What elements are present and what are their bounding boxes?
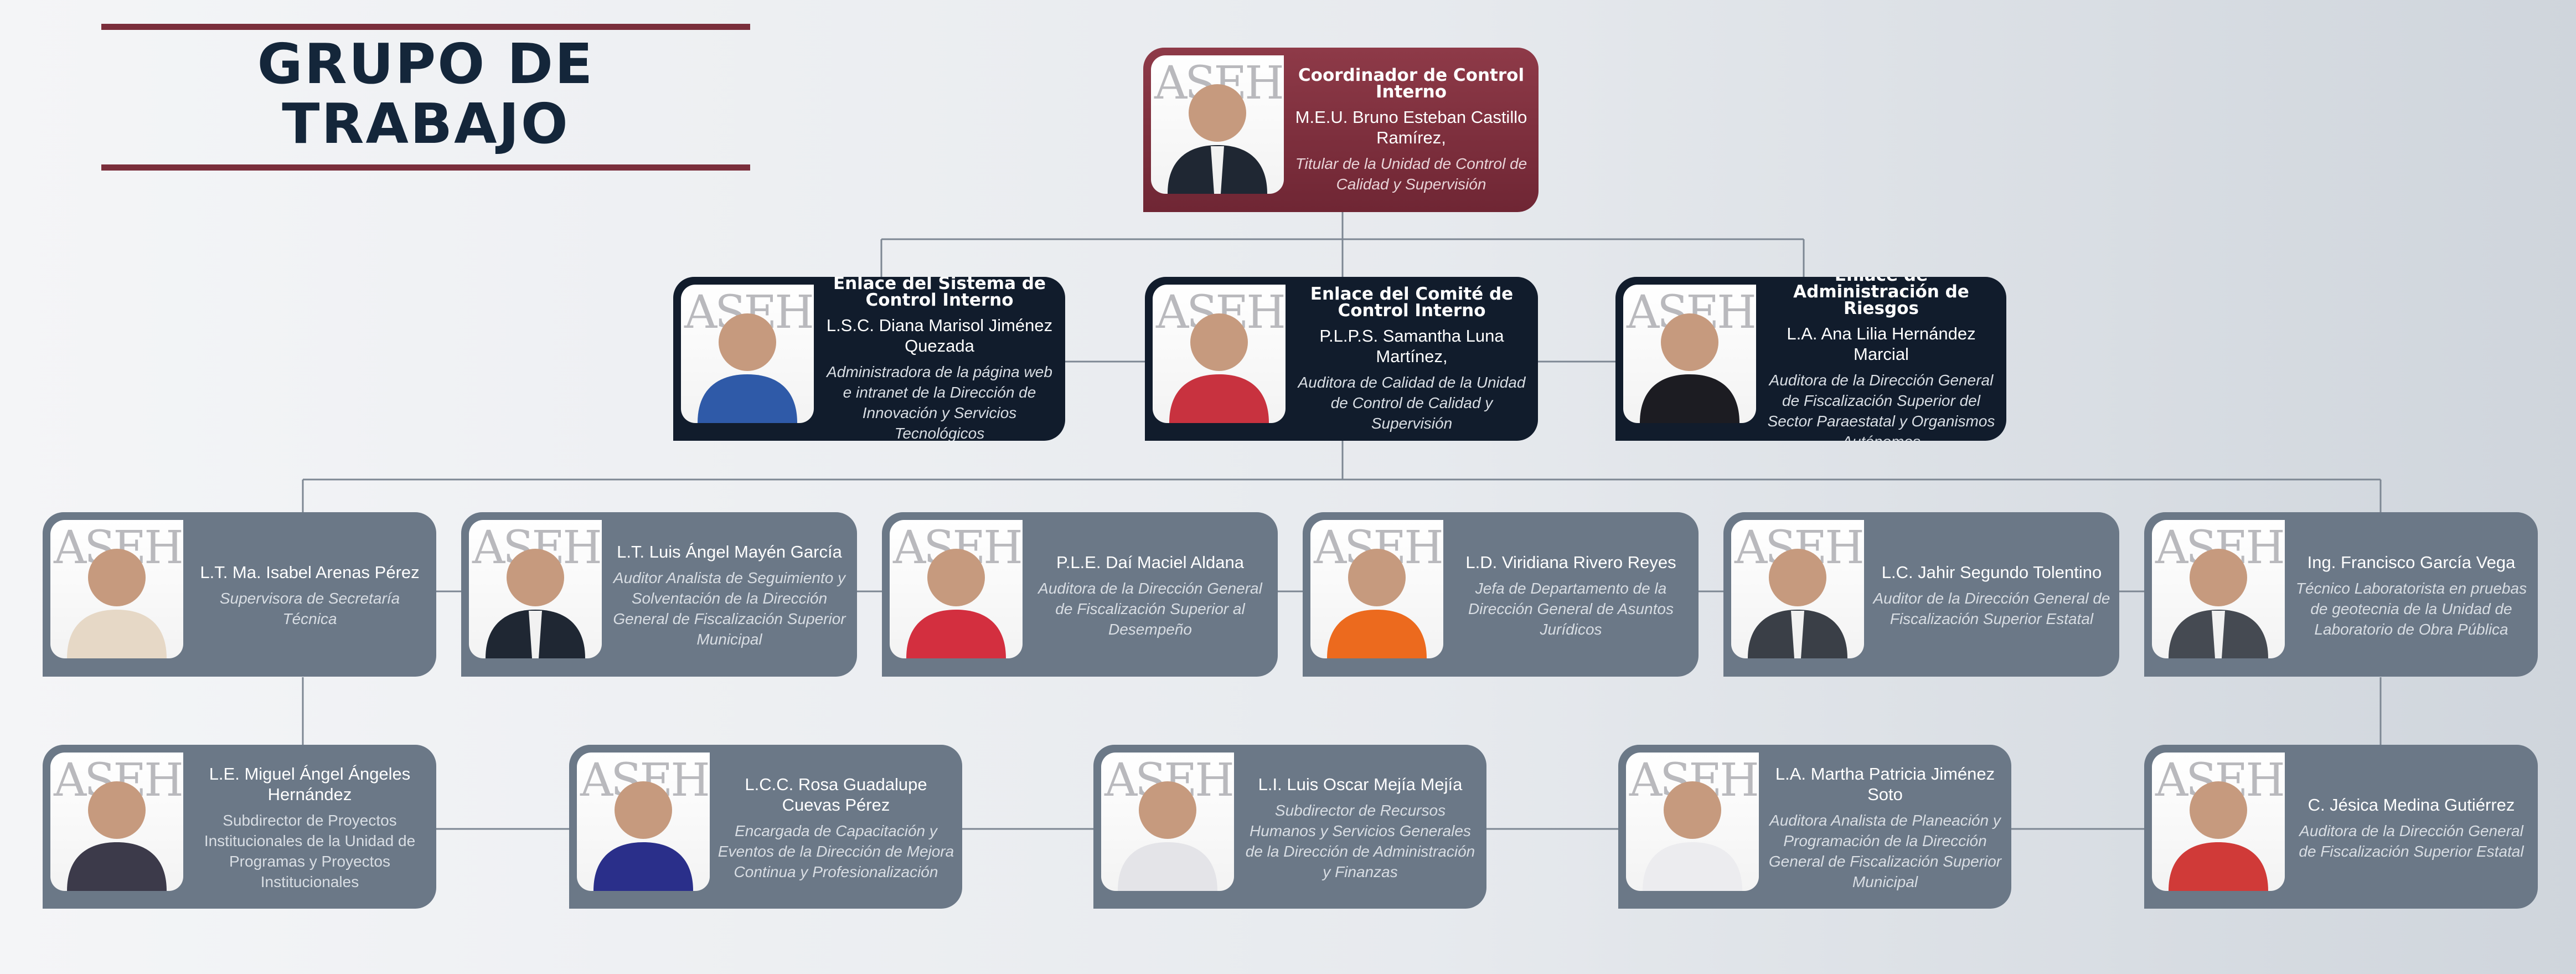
enlace-card: ASEH Enlace del Sistema de Control Inter…: [673, 277, 1065, 441]
member-info: L.C. Jahir Segundo Tolentino Auditor de …: [1864, 512, 2119, 677]
team-member-card: ASEH L.T. Ma. Isabel Arenas Pérez Superv…: [43, 512, 436, 677]
title-block: GRUPO DE TRABAJO: [101, 33, 750, 155]
person-name: L.T. Luis Ángel Mayén García: [617, 542, 842, 561]
person-name: M.E.U. Bruno Esteban Castillo Ramírez,: [1295, 107, 1527, 147]
person-silhouette-icon: [1748, 549, 1847, 658]
profile-photo: ASEH: [1151, 55, 1284, 194]
title-rule-bottom: [101, 164, 750, 171]
person-silhouette-icon: [2169, 549, 2268, 658]
profile-photo: ASEH: [890, 520, 1023, 658]
person-name: Ing. Francisco García Vega: [2307, 552, 2516, 572]
person-position: Subdirector de Proyectos Institucionales…: [204, 812, 416, 890]
person-position: Subdirector de Recursos Humanos y Servic…: [1245, 801, 1475, 880]
profile-photo: ASEH: [577, 753, 710, 891]
person-silhouette-icon: [486, 549, 585, 658]
person-position: Auditor Analista de Seguimiento y Solven…: [613, 569, 846, 648]
profile-photo: ASEH: [2152, 753, 2285, 891]
person-name: L.A. Ana Lilia Hernández Marcial: [1787, 324, 1976, 364]
member-info: P.L.E. Daí Maciel Aldana Auditora de la …: [1023, 512, 1278, 677]
profile-photo: ASEH: [1731, 520, 1864, 658]
person-silhouette-icon: [1169, 313, 1269, 423]
person-name: L.D. Viridiana Rivero Reyes: [1465, 552, 1676, 572]
person-name: P.L.P.S. Samantha Luna Martínez,: [1319, 326, 1504, 366]
coordinator-card: ASEH Coordinador de Control Interno M.E.…: [1143, 48, 1539, 212]
member-info: L.C.C. Rosa Guadalupe Cuevas Pérez Encar…: [710, 745, 962, 909]
title-rule-top: [101, 24, 750, 30]
role-title: Coordinador de Control Interno: [1298, 65, 1525, 102]
profile-photo: ASEH: [681, 285, 814, 423]
person-silhouette-icon: [1640, 313, 1739, 423]
profile-photo: ASEH: [1623, 285, 1756, 423]
member-info: L.E. Miguel Ángel Ángeles Hernández Subd…: [183, 745, 436, 909]
person-position: Encargada de Capacitación y Eventos de l…: [717, 822, 954, 880]
team-member-card: ASEH L.D. Viridiana Rivero Reyes Jefa de…: [1303, 512, 1699, 677]
person-name: P.L.E. Daí Maciel Aldana: [1056, 552, 1244, 572]
profile-photo: ASEH: [1153, 285, 1286, 423]
profile-photo: ASEH: [50, 520, 183, 658]
person-name: C. Jésica Medina Gutiérrez: [2307, 795, 2515, 815]
person-silhouette-icon: [593, 781, 693, 891]
page-title: GRUPO DE TRABAJO: [257, 32, 595, 156]
member-info: L.A. Martha Patricia Jiménez Soto Audito…: [1759, 745, 2011, 909]
person-name: L.S.C. Diana Marisol Jiménez Quezada: [826, 316, 1053, 355]
person-silhouette-icon: [67, 781, 167, 891]
person-position: Titular de la Unidad de Control de Calid…: [1295, 154, 1527, 193]
profile-photo: ASEH: [469, 520, 602, 658]
person-position: Supervisora de Secretaría Técnica: [219, 590, 400, 627]
profile-photo: ASEH: [1626, 753, 1759, 891]
coordinator-info: Coordinador de Control Interno M.E.U. Br…: [1284, 48, 1539, 212]
profile-photo: ASEH: [1101, 753, 1234, 891]
enlace-card: ASEH Enlace del Comité de Control Intern…: [1145, 277, 1538, 441]
team-member-card: ASEH Ing. Francisco García Vega Técnico …: [2144, 512, 2538, 677]
person-silhouette-icon: [1168, 84, 1267, 194]
member-info: L.D. Viridiana Rivero Reyes Jefa de Depa…: [1443, 512, 1699, 677]
team-member-card: ASEH L.T. Luis Ángel Mayén García Audito…: [461, 512, 857, 677]
person-silhouette-icon: [67, 549, 167, 658]
person-position: Auditor de la Dirección General de Fisca…: [1873, 590, 2110, 627]
person-position: Auditora Analista de Planeación y Progra…: [1768, 812, 2002, 890]
team-member-card: ASEH L.A. Martha Patricia Jiménez Soto A…: [1618, 745, 2011, 909]
enlace-info: Enlace del Sistema de Control Interno L.…: [814, 277, 1065, 441]
enlace-card: ASEH Enlace de Administración de Riesgos…: [1615, 277, 2006, 441]
profile-photo: ASEH: [1310, 520, 1443, 658]
person-silhouette-icon: [698, 313, 797, 423]
person-silhouette-icon: [2169, 781, 2268, 891]
person-silhouette-icon: [1327, 549, 1427, 658]
person-silhouette-icon: [1118, 781, 1217, 891]
role-title: Enlace de Administración de Riesgos: [1793, 277, 1969, 318]
team-member-card: ASEH P.L.E. Daí Maciel Aldana Auditora d…: [882, 512, 1278, 677]
person-position: Auditora de la Dirección General de Fisc…: [1038, 579, 1262, 638]
member-info: L.T. Ma. Isabel Arenas Pérez Supervisora…: [183, 512, 436, 677]
person-name: L.E. Miguel Ángel Ángeles Hernández: [209, 764, 411, 804]
person-name: L.C. Jahir Segundo Tolentino: [1881, 563, 2102, 582]
team-member-card: ASEH L.I. Luis Oscar Mejía Mejía Subdire…: [1093, 745, 1486, 909]
person-name: L.C.C. Rosa Guadalupe Cuevas Pérez: [745, 774, 927, 815]
person-position: Administradora de la página web e intran…: [827, 363, 1052, 441]
person-position: Técnico Laboratorista en pruebas de geot…: [2295, 579, 2527, 638]
team-member-card: ASEH C. Jésica Medina Gutiérrez Auditora…: [2144, 745, 2538, 909]
member-info: Ing. Francisco García Vega Técnico Labor…: [2285, 512, 2538, 677]
person-position: Auditora de Calidad de la Unidad de Cont…: [1298, 373, 1526, 432]
enlace-info: Enlace del Comité de Control Interno P.L…: [1286, 277, 1538, 441]
member-info: L.T. Luis Ángel Mayén García Auditor Ana…: [602, 512, 857, 677]
person-position: Auditora de la Dirección General de Fisc…: [2299, 822, 2524, 860]
team-member-card: ASEH L.E. Miguel Ángel Ángeles Hernández…: [43, 745, 436, 909]
role-title: Enlace del Sistema de Control Interno: [833, 277, 1046, 310]
enlace-info: Enlace de Administración de Riesgos L.A.…: [1756, 277, 2006, 441]
person-name: L.I. Luis Oscar Mejía Mejía: [1258, 774, 1463, 794]
role-title: Enlace del Comité de Control Interno: [1310, 284, 1514, 321]
person-silhouette-icon: [1643, 781, 1742, 891]
member-info: C. Jésica Medina Gutiérrez Auditora de l…: [2285, 745, 2538, 909]
team-member-card: ASEH L.C. Jahir Segundo Tolentino Audito…: [1723, 512, 2119, 677]
person-name: L.T. Ma. Isabel Arenas Pérez: [200, 563, 420, 582]
person-position: Auditora de la Dirección General de Fisc…: [1767, 372, 1995, 441]
person-silhouette-icon: [906, 549, 1006, 658]
profile-photo: ASEH: [2152, 520, 2285, 658]
person-position: Jefa de Departamento de la Dirección Gen…: [1468, 579, 1674, 638]
member-info: L.I. Luis Oscar Mejía Mejía Subdirector …: [1234, 745, 1486, 909]
profile-photo: ASEH: [50, 753, 183, 891]
team-member-card: ASEH L.C.C. Rosa Guadalupe Cuevas Pérez …: [569, 745, 962, 909]
person-name: L.A. Martha Patricia Jiménez Soto: [1775, 764, 1995, 804]
